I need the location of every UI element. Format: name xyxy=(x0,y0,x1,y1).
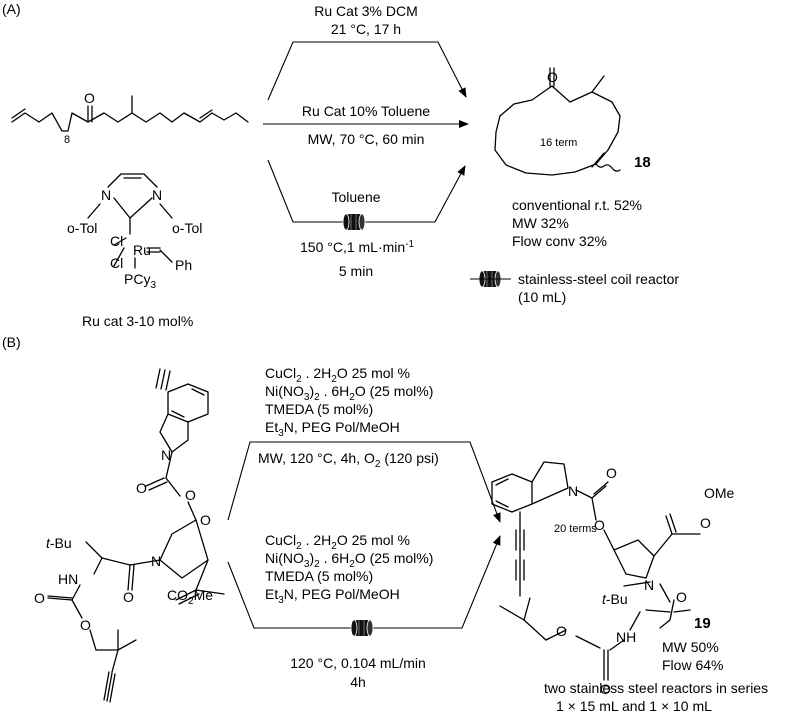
product18-oxygen: O xyxy=(547,69,558,85)
b-bottom-et3n: Et3N, PEG Pol/MeOH xyxy=(265,586,400,606)
prod19-n2: N xyxy=(644,577,654,593)
prod19-tbu: t-Bu xyxy=(602,591,628,607)
sub-b-n1: N xyxy=(161,447,171,463)
prod19-o1: O xyxy=(606,465,617,481)
substrate-diene-ketone xyxy=(11,95,249,132)
b-reactor-note-2: 1 × 15 mL and 1 × 10 mL xyxy=(556,698,712,714)
grubbs-catalyst-structure xyxy=(87,173,173,269)
prod19-o2: O xyxy=(594,517,605,533)
repeat-subscript: 8 xyxy=(64,134,70,146)
cat-label-cl-bottom: Cl xyxy=(110,255,123,271)
cat-label-n-right: N xyxy=(152,187,162,203)
sub-b-o4: O xyxy=(123,589,134,605)
product19-ring-label: 20 terms xyxy=(554,523,597,535)
cat-label-otol-right: o-Tol xyxy=(172,220,202,236)
top-arrow-line1: Ru Cat 3% DCM xyxy=(314,3,417,19)
cat-label-ph: Ph xyxy=(175,257,192,273)
cat-label-otol-left: o-Tol xyxy=(67,220,97,236)
sub-b-o5: O xyxy=(34,590,45,606)
macrocycle-19-structure xyxy=(491,461,701,681)
b-bottom-nitrate: Ni(NO3)2 . 6H2O (25 mol%) xyxy=(265,550,433,570)
b-yield-mw: MW 50% xyxy=(662,639,719,655)
b-top-tmeda: TMEDA (5 mol%) xyxy=(265,401,373,417)
sub-b-o1: O xyxy=(185,487,196,503)
b-bottom-flow-time: 4h xyxy=(350,674,366,690)
b-top-cucl2: CuCl2 . 2H2O 25 mol % xyxy=(265,365,410,385)
substrate-oxygen: O xyxy=(84,90,95,106)
sub-b-o2: O xyxy=(136,480,147,496)
top-reaction-arrow xyxy=(267,41,467,101)
b-bottom-tmeda: TMEDA (5 mol%) xyxy=(265,568,373,584)
b-top-et3n: Et3N, PEG Pol/MeOH xyxy=(265,419,400,439)
sub-b-n2: N xyxy=(151,553,161,569)
b-bottom-flow-conditions: 120 °C, 0.104 mL/min xyxy=(290,655,426,671)
flow-arrow-line1: 150 °C,1 mL·min-1 xyxy=(300,239,415,255)
sub-b-o3: O xyxy=(200,512,211,528)
flow-arrow-solvent: Toluene xyxy=(331,189,380,205)
cat-label-n-left: N xyxy=(101,187,111,203)
prod19-o6: O xyxy=(600,681,611,697)
panel-b-label: (B) xyxy=(2,334,21,350)
reactor-legend-line1: stainless-steel coil reactor xyxy=(518,271,679,287)
substrate-b-structure xyxy=(47,368,225,703)
sub-b-hn: HN xyxy=(58,571,78,587)
flow-reaction-arrow xyxy=(267,159,466,231)
b-top-mw-conditions: MW, 120 °C, 4h, O2 (120 psi) xyxy=(258,450,439,470)
cat-label-cl-top: Cl xyxy=(110,233,123,249)
panel-a-label: (A) xyxy=(2,1,21,17)
b-top-nitrate: Ni(NO3)2 . 6H2O (25 mol%) xyxy=(265,383,433,403)
prod19-o3: O xyxy=(700,515,711,531)
product18-ring-label: 16 term xyxy=(540,137,577,149)
coil-reactor-icon xyxy=(470,270,511,288)
macrocycle-18-structure xyxy=(494,67,621,176)
prod19-ome: OMe xyxy=(704,485,735,501)
yield-flow: Flow conv 32% xyxy=(512,233,607,249)
sub-b-tbu: t-Bu xyxy=(46,535,72,551)
sub-b-co2me: CO2Me xyxy=(167,587,213,607)
cat-label-pcy3: PCy3 xyxy=(124,271,156,291)
b-yield-flow: Flow 64% xyxy=(662,657,723,673)
catalyst-name: Ru cat 3-10 mol% xyxy=(82,313,193,329)
sub-b-o6: O xyxy=(80,617,91,633)
flow-arrow-line2: 5 min xyxy=(339,263,373,279)
b-top-arrow xyxy=(227,441,501,523)
prod19-nh: NH xyxy=(616,629,636,645)
prod19-n1: N xyxy=(568,483,578,499)
middle-arrow-below: MW, 70 °C, 60 min xyxy=(308,131,425,147)
reactor-legend-line2: (10 mL) xyxy=(518,289,566,305)
cat-label-ru: Ru xyxy=(133,242,151,258)
b-bottom-cucl2: CuCl2 . 2H2O 25 mol % xyxy=(265,532,410,552)
yield-conventional: conventional r.t. 52% xyxy=(512,197,642,213)
yield-mw: MW 32% xyxy=(512,215,569,231)
b-bottom-flow-arrow xyxy=(227,535,501,637)
prod19-o4: O xyxy=(676,589,687,605)
prod19-o5: O xyxy=(556,623,567,639)
compound-number-19: 19 xyxy=(694,615,711,632)
compound-number-18: 18 xyxy=(634,154,651,171)
top-arrow-line2: 21 °C, 17 h xyxy=(331,21,401,37)
middle-arrow-above: Ru Cat 10% Toluene xyxy=(302,103,430,119)
b-reactor-note-1: two stainless steel reactors in series xyxy=(544,680,768,696)
